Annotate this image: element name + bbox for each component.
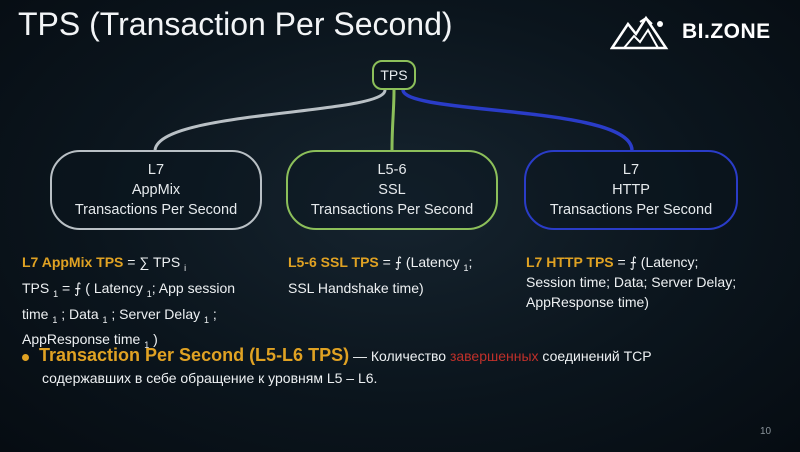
formula-line: L5-6 SSL TPS = ⨍ (Latency 1; <box>288 252 508 278</box>
formula-line: AppResponse time 1 ) <box>22 329 272 355</box>
formula-text: time <box>22 305 49 322</box>
formula-text: ; <box>468 254 473 270</box>
formula-text: ; Data <box>57 305 99 322</box>
node-l56-ssl: L5-6 SSL Transactions Per Second <box>286 150 498 230</box>
bullet-text: соединений TCP <box>538 348 652 364</box>
node-name: HTTP <box>612 182 650 198</box>
root-node-label: TPS <box>380 67 408 83</box>
node-l7-appmix: L7 AppMix Transactions Per Second <box>50 150 262 230</box>
formula-name: L7 AppMix TPS <box>22 254 124 270</box>
connector-ssl <box>390 89 396 151</box>
formula-line: TPS 1 = ⨍ ( Latency 1; App session <box>22 278 272 304</box>
bullet-highlight: завершенных <box>449 348 539 364</box>
subscript: i <box>184 262 187 273</box>
formula-text: = ⨍ (Latency <box>378 254 460 270</box>
formula-text: ; App session <box>151 279 236 296</box>
formula-name: L7 HTTP TPS <box>526 254 614 270</box>
connector-http <box>401 89 634 151</box>
subscript: 1 <box>204 314 210 325</box>
subscript: 1 <box>53 288 59 299</box>
formula-line: L7 HTTP TPS = ⨍ (Latency; <box>526 252 786 272</box>
node-caption: Transactions Per Second <box>310 202 474 218</box>
subscript: 1 <box>102 314 108 325</box>
node-layer: L5-6 <box>377 162 407 178</box>
node-l7-http: L7 HTTP Transactions Per Second <box>524 150 738 230</box>
page-title: TPS (Transaction Per Second) <box>18 6 453 42</box>
bullet-text-line2: содержавших в себе обращение к уровням L… <box>42 370 378 386</box>
formula-line: AppResponse time) <box>526 294 649 310</box>
http-tps-formula: L7 HTTP TPS = ⨍ (Latency; Session time; … <box>526 252 786 312</box>
formula-line: SSL Handshake time) <box>288 279 424 296</box>
formula-text: TPS <box>22 279 50 296</box>
root-node-tps: TPS <box>372 60 416 90</box>
bullet-dot-icon <box>22 353 29 361</box>
node-caption: Transactions Per Second <box>74 202 238 218</box>
formula-line: time 1 ; Data 1 ; Server Delay 1 ; <box>22 304 272 330</box>
bullet-lead: Transaction Per Second (L5-L6 TPS) <box>39 345 350 365</box>
definition-bullet: Transaction Per Second (L5-L6 TPS) — Кол… <box>22 344 782 389</box>
formula-text: ; Server Delay <box>107 305 201 322</box>
node-name: AppMix <box>131 182 181 198</box>
page-number: 10 <box>760 426 772 437</box>
logo-text: BI.ZONE <box>682 20 771 43</box>
formula-text: = ⨍ ( Latency <box>58 279 143 296</box>
formula-text: ) <box>149 331 158 348</box>
formula-text: ; <box>209 305 217 322</box>
node-name: SSL <box>378 182 406 198</box>
bullet-text: Количество <box>370 348 450 364</box>
subscript: 1 <box>146 288 152 299</box>
appmix-tps-formula: L7 AppMix TPS = ∑ TPS i TPS 1 = ⨍ ( Late… <box>22 252 272 355</box>
bullet-dash: — <box>349 348 371 364</box>
mountain-logo-icon <box>610 15 669 50</box>
connector-appmix <box>153 89 387 151</box>
formula-text: = ⨍ (Latency; <box>613 254 699 270</box>
formula-text: = ∑ TPS <box>123 254 181 270</box>
subscript: 1 <box>144 340 150 351</box>
formula-line: Session time; Data; Server Delay; <box>526 274 737 290</box>
brand-logo: BI.ZONE <box>610 14 780 54</box>
formula-name: L5-6 SSL TPS <box>288 254 379 270</box>
subscript: 1 <box>463 262 469 273</box>
formula-line: L7 AppMix TPS = ∑ TPS i <box>22 252 272 278</box>
node-layer: L7 <box>147 162 165 178</box>
subscript: 1 <box>52 314 58 325</box>
formula-text: AppResponse time <box>22 331 141 348</box>
node-caption: Transactions Per Second <box>549 202 713 218</box>
ssl-tps-formula: L5-6 SSL TPS = ⨍ (Latency 1; SSL Handsha… <box>288 252 508 298</box>
node-layer: L7 <box>622 162 640 178</box>
